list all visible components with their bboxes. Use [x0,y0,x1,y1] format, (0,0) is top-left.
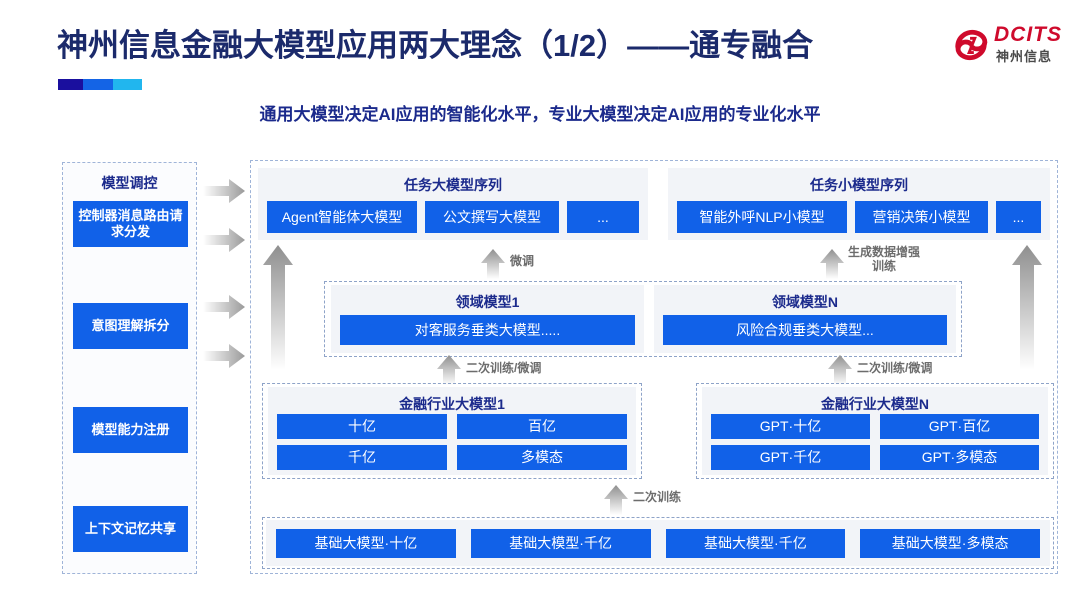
base-models-panel: 基础大模型·十亿 基础大模型·千亿 基础大模型·千亿 基础大模型·多模态 [266,520,1050,566]
base-models-boxes: 基础大模型·十亿 基础大模型·千亿 基础大模型·千亿 基础大模型·多模态 [276,529,1040,558]
task-large-model-panel: 任务大模型序列 Agent智能体大模型 公文撰写大模型 ... [258,168,648,240]
industry-model-1-panel: 金融行业大模型1 十亿 百亿 千亿 多模态 [268,387,636,475]
control-item-register[interactable]: 模型能力注册 [73,407,188,453]
domain-model-1-panel: 领域模型1 对客服务垂类大模型..... [331,285,644,353]
accent-segment-3 [112,79,142,90]
industry-model-n-panel: 金融行业大模型N GPT·十亿 GPT·百亿 GPT·千亿 GPT·多模态 [702,387,1048,475]
domain-model-n-box[interactable]: 风险合规垂类大模型... [663,315,947,345]
logo-brand-text: DCITS [994,23,1062,46]
base-model-box-4[interactable]: 基础大模型·多模态 [860,529,1040,558]
industry-model-1-boxes: 十亿 百亿 千亿 多模态 [277,414,627,470]
dcits-swirl-icon [955,29,988,61]
industry-1-box-multimodal[interactable]: 多模态 [457,445,627,470]
industry-1-box-ten-billion[interactable]: 百亿 [457,414,627,439]
task-large-model-boxes: Agent智能体大模型 公文撰写大模型 ... [267,201,639,233]
up-arrow-icon-retrain-left [437,355,461,385]
right-arrow-icon-3 [203,295,245,319]
page-title: 神州信息金融大模型应用两大理念（1/2）——通专融合 [57,28,814,63]
industry-n-box-multimodal[interactable]: GPT·多模态 [880,445,1039,470]
right-arrow-icon-1 [203,179,245,203]
arrow-label-fine-tune: 微调 [510,254,535,268]
domain-model-n-title: 领域模型N [771,294,839,310]
accent-bar [58,79,142,90]
up-arrow-icon-retrain-base [604,485,628,515]
industry-n-box-hundred-billion[interactable]: GPT·千亿 [711,445,870,470]
base-model-box-2[interactable]: 基础大模型·千亿 [470,529,651,558]
accent-segment-1 [58,79,84,90]
brand-logo: DCITS 神州信息 [952,22,1070,70]
base-model-box-3[interactable]: 基础大模型·千亿 [665,529,846,558]
domain-model-1-box[interactable]: 对客服务垂类大模型..... [340,315,635,345]
right-arrow-icon-4 [203,344,245,368]
arrow-label-retrain-left: 二次训练/微调 [466,361,542,375]
industry-1-box-hundred-billion[interactable]: 千亿 [277,445,447,470]
accent-segment-2 [83,79,113,90]
arrow-label-retrain-right: 二次训练/微调 [857,361,933,375]
up-arrow-icon-data-augment [820,249,844,279]
domain-model-n-panel: 领域模型N 风险合规垂类大模型... [654,285,956,353]
up-arrow-icon-tall-right [1012,245,1042,370]
base-models-frame [262,517,1054,569]
task-large-model-title: 任务大模型序列 [404,177,502,193]
task-small-model-boxes: 智能外呼NLP小模型 营销决策小模型 ... [677,201,1041,233]
control-panel: 模型调控 控制器消息路由请求分发 意图理解拆分 模型能力注册 上下文记忆共享 [62,162,197,574]
task-box-more-small[interactable]: ... [996,201,1041,233]
right-arrow-icon-2 [203,228,245,252]
task-box-marketing[interactable]: 营销决策小模型 [855,201,988,233]
industry-model-n-boxes: GPT·十亿 GPT·百亿 GPT·千亿 GPT·多模态 [711,414,1039,470]
arrow-label-data-augment: 生成数据增强 训练 [848,245,921,274]
task-box-more[interactable]: ... [567,201,639,233]
task-small-model-panel: 任务小模型序列 智能外呼NLP小模型 营销决策小模型 ... [668,168,1050,240]
up-arrow-icon-retrain-right [828,355,852,385]
domain-model-1-title: 领域模型1 [455,294,520,310]
industry-model-1-frame [262,383,642,479]
control-panel-title: 模型调控 [101,175,158,191]
industry-n-box-billion[interactable]: GPT·十亿 [711,414,870,439]
arrow-label-data-augment-line2: 训练 [872,258,897,273]
task-small-model-title: 任务小模型序列 [810,177,908,193]
control-item-router[interactable]: 控制器消息路由请求分发 [73,201,188,247]
control-item-intent[interactable]: 意图理解拆分 [73,303,188,349]
task-box-nlp-outbound[interactable]: 智能外呼NLP小模型 [677,201,847,233]
diagram-outer-frame [250,160,1058,574]
arrow-label-data-augment-line1: 生成数据增强 [848,245,921,259]
logo-brand-cn: 神州信息 [996,49,1053,64]
industry-1-box-billion[interactable]: 十亿 [277,414,447,439]
task-box-agent[interactable]: Agent智能体大模型 [267,201,417,233]
up-arrow-icon-tall-left [263,245,293,370]
base-model-box-1[interactable]: 基础大模型·十亿 [276,529,456,558]
task-box-doc-writing[interactable]: 公文撰写大模型 [425,201,559,233]
industry-model-1-title: 金融行业大模型1 [399,396,505,412]
up-arrow-icon-fine-tune [481,249,505,279]
arrow-label-retrain-base: 二次训练 [633,490,682,504]
industry-model-n-title: 金融行业大模型N [820,396,930,412]
control-item-context[interactable]: 上下文记忆共享 [73,506,188,552]
industry-n-box-ten-billion[interactable]: GPT·百亿 [880,414,1039,439]
industry-model-n-frame [696,383,1054,479]
page-subtitle: 通用大模型决定AI应用的智能化水平，专业大模型决定AI应用的专业化水平 [259,105,821,124]
domain-models-frame [324,281,962,357]
